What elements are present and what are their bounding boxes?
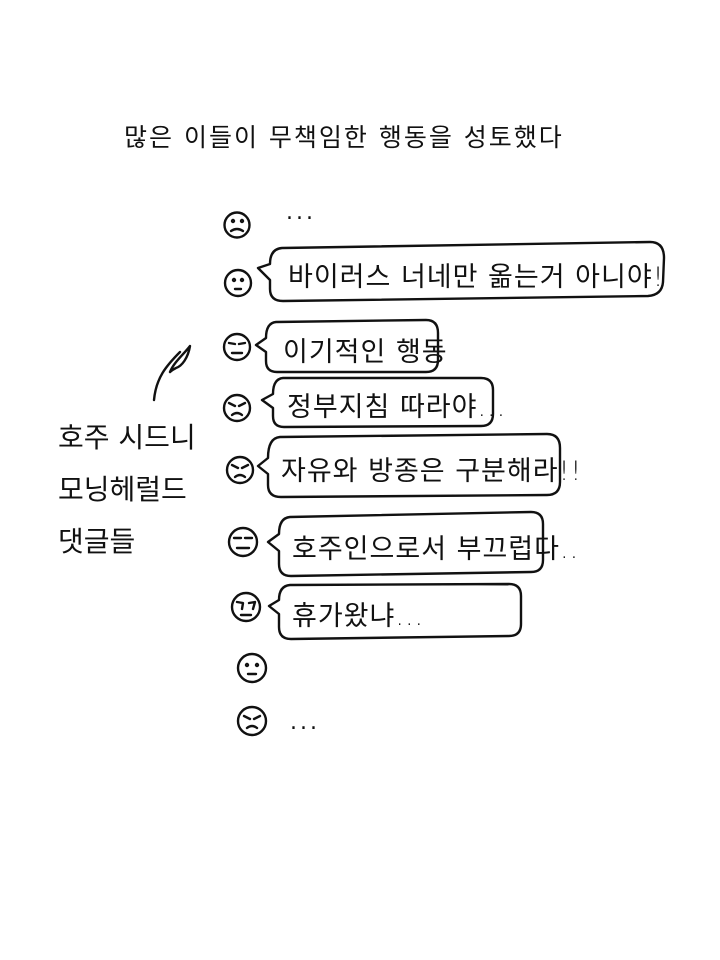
- crying-face-icon: [230, 591, 262, 623]
- side-note-line: 호주 시드니: [58, 421, 196, 454]
- comment-text: 이기적인 행동: [283, 337, 448, 368]
- pointer-arrow-icon: [152, 350, 182, 402]
- comment-text: 바이러스 너네만 옮는거 아니야!: [288, 262, 665, 293]
- comment-dots: ...: [286, 200, 316, 225]
- side-note: 호주 시드니 모닝헤럴드 댓글들: [58, 412, 196, 568]
- annoyed-face-icon: [222, 332, 252, 362]
- comment-text: 자유와 방종은 구분해라!!: [281, 456, 583, 487]
- comment-text: 호주인으로서 부끄럽다..: [292, 534, 580, 565]
- pointer-arrow-head-icon: [168, 344, 192, 374]
- comment-text: 휴가왔냐...: [292, 601, 425, 632]
- comment-text: 정부지침 따라야...: [287, 392, 507, 423]
- side-note-line: 모닝헤럴드: [58, 473, 187, 506]
- comment-dots: ...: [290, 710, 320, 735]
- side-note-line: 댓글들: [58, 525, 136, 558]
- frown-face-icon: [223, 211, 251, 239]
- annoyed-face-icon: [227, 526, 259, 558]
- angry-face-icon: [222, 393, 252, 423]
- angry-face-icon: [236, 705, 268, 737]
- neutral-face-icon: [223, 268, 253, 298]
- angry-face-icon: [225, 455, 255, 485]
- neutral-face-icon: [236, 652, 268, 684]
- page-title: 많은 이들이 무책임한 행동을 성토했다: [124, 123, 564, 152]
